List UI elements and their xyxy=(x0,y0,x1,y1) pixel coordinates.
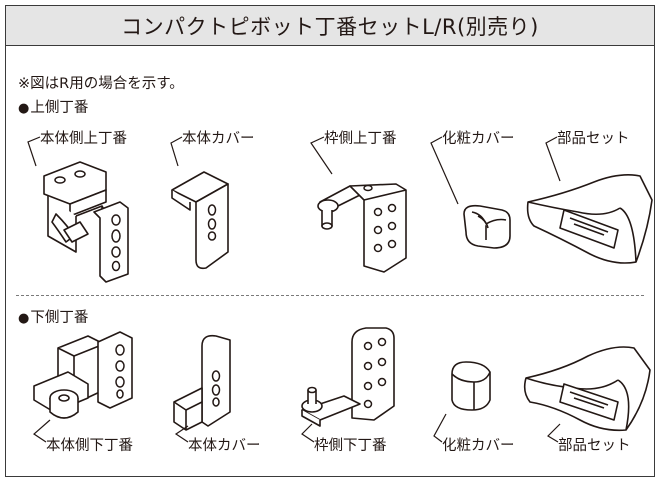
part-label-body-cover-upper: 本体カバー xyxy=(182,131,255,147)
part-label-body-cover-lower: 本体カバー xyxy=(188,438,261,454)
part-label-body-upper-hinge: 本体側上丁番 xyxy=(40,131,127,147)
part-label-decorative-cover-lower: 化粧カバー xyxy=(442,438,515,454)
part-label-body-lower-hinge: 本体側下丁番 xyxy=(46,438,133,454)
parts-set-bag-icon xyxy=(526,174,653,264)
section-heading-upper-label: 上側丁番 xyxy=(30,100,89,116)
section-divider xyxy=(16,295,644,296)
hinge-set-diagram: コンパクトピボット丁番セットL/R(別売り) ※図はR用の場合を示す。 ●上側丁… xyxy=(5,5,655,477)
section-heading-lower: ●下側丁番 xyxy=(18,306,88,327)
upper-leader-lines xyxy=(27,136,561,205)
decorative-cover-icon xyxy=(463,204,511,249)
frame-lower-hinge-icon xyxy=(301,327,395,427)
body-cover-lower-icon xyxy=(173,334,231,431)
body-lower-hinge-icon xyxy=(33,331,133,419)
bullet-icon: ● xyxy=(18,101,30,116)
lower-leader-lines xyxy=(33,413,561,443)
part-label-parts-set-lower: 部品セット xyxy=(558,438,631,454)
body-cover-icon xyxy=(171,171,229,270)
note-text: ※図はR用の場合を示す。 xyxy=(18,76,184,92)
part-label-parts-set-upper: 部品セット xyxy=(557,131,630,147)
frame-upper-hinge-icon xyxy=(317,183,407,273)
bullet-icon: ● xyxy=(18,311,30,326)
part-label-frame-upper-hinge: 枠側上丁番 xyxy=(324,131,397,147)
body-upper-hinge-icon xyxy=(43,161,129,283)
section-heading-lower-label: 下側丁番 xyxy=(30,310,89,326)
section-heading-upper: ●上側丁番 xyxy=(18,96,88,117)
decorative-cover-lower-icon xyxy=(451,361,491,411)
part-label-decorative-cover-upper: 化粧カバー xyxy=(442,131,515,147)
page-title: コンパクトピボット丁番セットL/R(別売り) xyxy=(121,14,539,39)
part-label-frame-lower-hinge: 枠側下丁番 xyxy=(314,438,387,454)
title-bar: コンパクトピボット丁番セットL/R(別売り) xyxy=(6,6,654,46)
parts-set-bag-lower-icon xyxy=(523,346,651,432)
